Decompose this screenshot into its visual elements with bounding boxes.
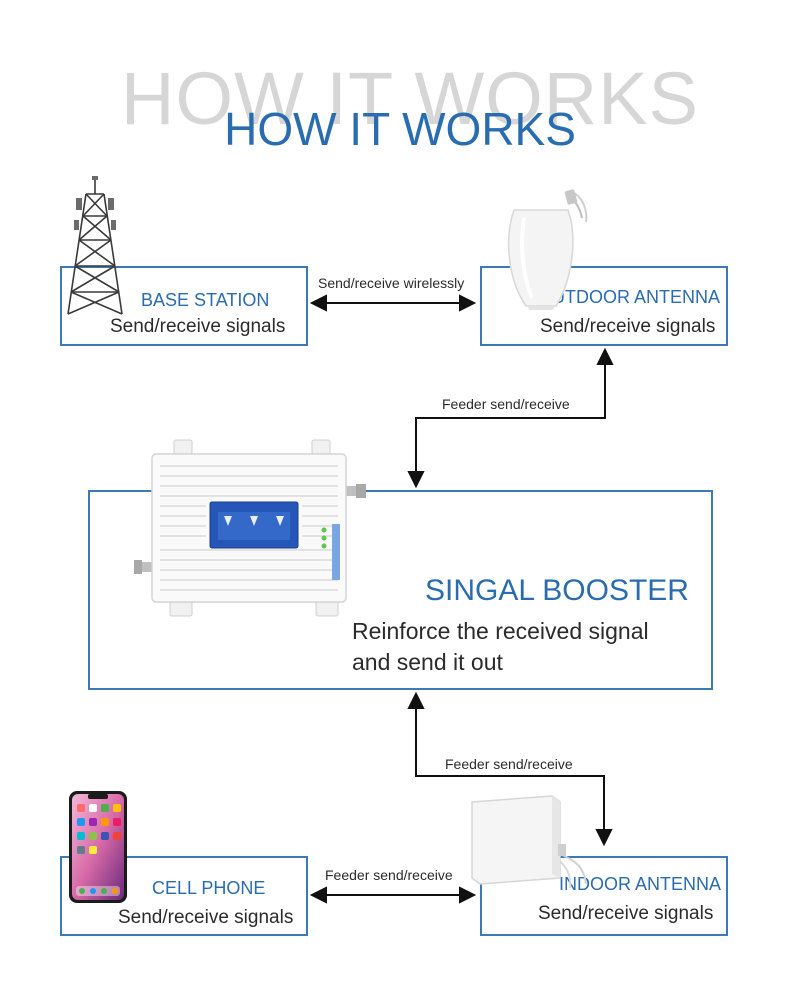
signal-booster-line2: and send it out bbox=[352, 649, 503, 675]
base-station-box bbox=[60, 266, 308, 346]
cell-phone-title: CELL PHONE bbox=[152, 878, 266, 898]
panel-antenna-icon bbox=[471, 795, 587, 889]
smartphone-icon bbox=[69, 791, 127, 903]
indoor-antenna-title: INDOOR ANTENNA bbox=[559, 874, 722, 894]
signal-booster-icon bbox=[134, 439, 366, 617]
label-outdoor-booster: Feeder send/receive bbox=[442, 396, 570, 412]
cell-tower-icon bbox=[67, 176, 123, 315]
title-watermark: HOW IT WORKS bbox=[121, 57, 699, 140]
signal-booster-line1: Reinforce the received signal bbox=[352, 618, 649, 644]
cell-phone-subtitle: Send/receive signals bbox=[118, 907, 294, 928]
indoor-antenna-subtitle: Send/receive signals bbox=[538, 903, 714, 924]
label-booster-indoor: Feeder send/receive bbox=[445, 756, 573, 772]
page-title: HOW IT WORKS bbox=[224, 103, 576, 155]
outdoor-antenna-title: OUTDOOR ANTENNA bbox=[538, 287, 721, 307]
label-phone-indoor: Feeder send/receive bbox=[325, 867, 453, 883]
label-base-outdoor: Send/receive wirelessly bbox=[318, 275, 465, 291]
base-station-subtitle: Send/receive signals bbox=[110, 316, 286, 337]
outdoor-antenna-subtitle: Send/receive signals bbox=[540, 316, 716, 337]
base-station-title: BASE STATION bbox=[141, 290, 270, 310]
outdoor-antenna-icon bbox=[507, 189, 588, 310]
signal-booster-title: SINGAL BOOSTER bbox=[425, 574, 689, 607]
